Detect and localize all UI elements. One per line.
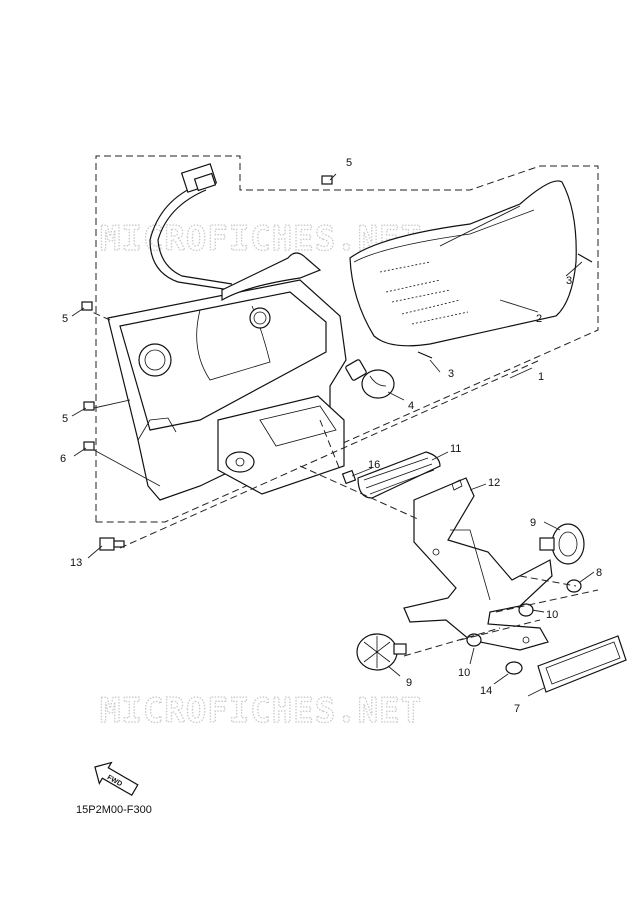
leader-lines: [71, 173, 595, 697]
diagram-code: 15P2M00-F300: [76, 804, 152, 816]
license-bracket-part: [403, 477, 553, 651]
callout-16: 16: [368, 459, 380, 471]
clip-part: [341, 469, 357, 485]
round-reflector-lower: [356, 633, 407, 671]
lens-cover-part: [349, 180, 577, 347]
watermark-bottom: MICROFICHES.NET: [100, 691, 422, 731]
bulb-part: [345, 359, 395, 399]
clip-6: [83, 441, 95, 451]
callout-14: 14: [480, 685, 492, 697]
grommet-14: [505, 661, 523, 675]
callout-11: 11: [450, 443, 461, 455]
callout-12: 12: [488, 477, 500, 489]
round-reflector-upper: [539, 523, 585, 565]
callout-7: 7: [514, 703, 520, 715]
wire-harness: [149, 163, 233, 291]
bolt-13: [99, 537, 125, 551]
callout-5-left: 5: [62, 313, 68, 325]
screw-3-upper: [577, 253, 593, 263]
callout-13: 13: [70, 557, 82, 569]
callout-9-lower: 9: [406, 677, 412, 689]
callout-9-upper: 9: [530, 517, 536, 529]
assembly-guide-lines: [91, 311, 599, 657]
callout-10-lower: 10: [458, 667, 470, 679]
callout-5-top: 5: [346, 157, 352, 169]
callout-4: 4: [408, 400, 414, 412]
clip-5-left: [81, 301, 93, 311]
nut-8: [566, 579, 582, 593]
callout-2: 2: [536, 313, 542, 325]
callout-1: 1: [538, 371, 544, 383]
clip-5-mid: [83, 401, 95, 411]
callout-3-lower: 3: [448, 368, 454, 380]
reflector-strip-part: [357, 451, 441, 499]
plate-reflector-part: [537, 635, 627, 693]
callout-10-upper: 10: [546, 609, 558, 621]
nut-10-upper: [518, 603, 534, 617]
callout-8: 8: [596, 567, 602, 579]
screw-3-lower: [417, 351, 433, 359]
clip-5-top: [321, 175, 333, 185]
forward-arrow-icon: FWD: [94, 761, 139, 797]
callout-5-mid: 5: [62, 413, 68, 425]
callout-3-upper: 3: [566, 275, 572, 287]
callout-6: 6: [60, 453, 66, 465]
tail-lamp-housing: [107, 252, 347, 501]
